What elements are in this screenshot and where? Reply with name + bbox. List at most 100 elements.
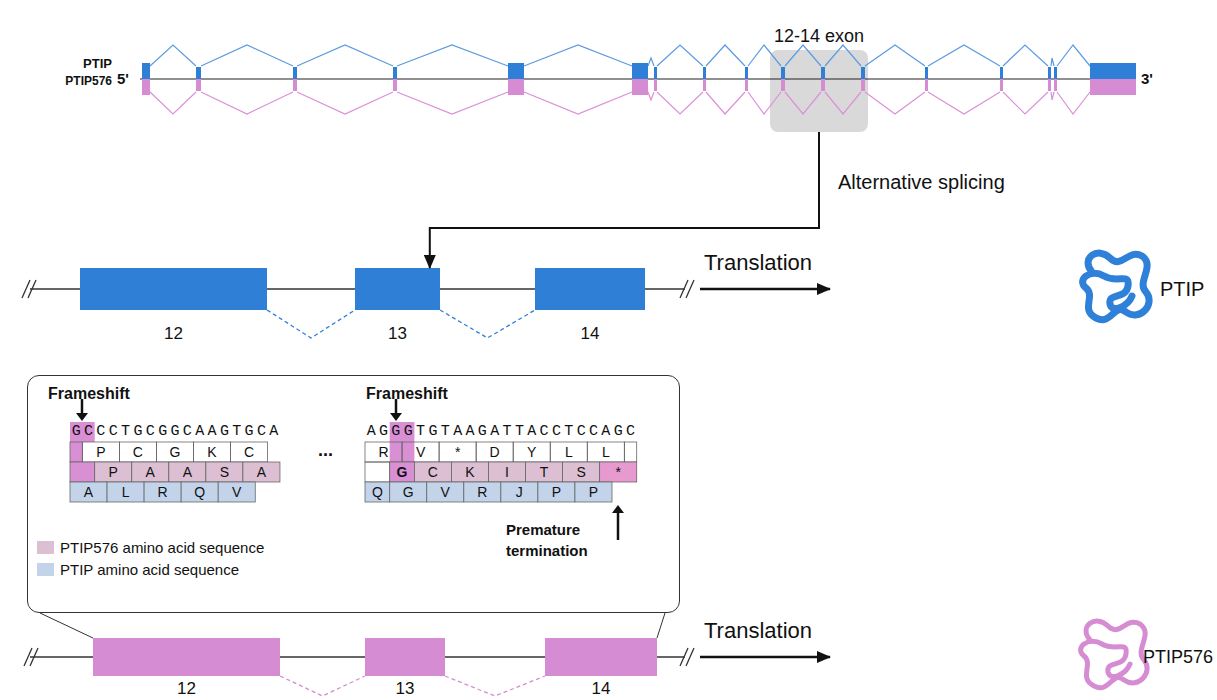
exon-block: [632, 63, 648, 79]
codon-cell: [526, 462, 563, 482]
termination-arrow: [612, 505, 624, 513]
frameshift-arrow: [390, 413, 402, 421]
strand-end: 3': [1141, 70, 1153, 88]
amino-acid: P: [538, 482, 575, 502]
amino-acid: A: [169, 462, 206, 482]
connector: [700, 656, 830, 659]
codon-cell: [218, 482, 255, 502]
exon-box: 13: [355, 268, 440, 310]
protein-name: PTIP576: [1143, 645, 1213, 669]
highlight-region: 12-14 exon: [770, 50, 868, 132]
amino-acid: J: [501, 482, 538, 502]
break-mark: [28, 280, 36, 298]
connector: [440, 310, 535, 338]
connector: [430, 132, 819, 268]
inset-note: Frameshift: [366, 384, 448, 404]
codon-cell: [476, 442, 513, 462]
codon-cell: [82, 442, 119, 462]
zoom-line: [40, 613, 93, 638]
splice-arcs: [150, 45, 1090, 66]
amino-acid: S: [563, 462, 600, 482]
exon-box: 14: [535, 268, 645, 310]
legend-swatch: [37, 541, 54, 554]
amino-acid: G: [156, 442, 193, 462]
dna-sequence: AGGGTGTAAGATTACCTCCAGC: [367, 422, 639, 442]
protein-node: PTIP576: [830, 621, 1215, 693]
codon-cell: [70, 442, 82, 462]
inset-note: Frameshift: [48, 384, 130, 404]
codon-cell: [575, 482, 612, 502]
exon-box: 12: [80, 268, 267, 310]
region-label: 12-14 exon: [774, 25, 864, 47]
amino-acid: I: [489, 462, 526, 482]
codon-cell: [119, 442, 156, 462]
exon-block: [925, 67, 928, 79]
amino-acid: R: [144, 482, 181, 502]
amino-acid: K: [451, 462, 488, 482]
break-mark: [30, 648, 38, 666]
codon-cell: [464, 482, 501, 502]
codon-cell: [390, 482, 427, 502]
exon-blocks: [142, 79, 1136, 95]
break-mark: [686, 280, 694, 298]
amino-acid: L: [107, 482, 144, 502]
ellipsis: ...: [318, 440, 333, 460]
exon-block: [745, 79, 748, 91]
codon-cell: [206, 462, 243, 482]
exon-block: [196, 79, 201, 91]
codon-cell: [144, 482, 181, 502]
codon-cell: [365, 482, 390, 502]
amino-acid: S: [206, 462, 243, 482]
codon-cell: [107, 482, 144, 502]
codon-cell: [587, 442, 624, 462]
exon-number: 14: [545, 679, 657, 699]
codon-cell: [70, 462, 95, 482]
exon-number: 13: [355, 324, 440, 344]
exon-blocks: [142, 63, 1136, 79]
exon-block: [1054, 79, 1057, 91]
amino-acid: Q: [365, 482, 390, 502]
amino-acid: G: [390, 462, 415, 482]
amino-acid: A: [132, 462, 169, 482]
exon-block: [654, 79, 657, 91]
connector: [280, 676, 365, 696]
amino-acid: P: [95, 462, 132, 482]
amino-acid: C: [414, 462, 451, 482]
codon-cell: [95, 462, 132, 482]
protein-blob: [1083, 253, 1150, 320]
isoform-name: PTIP: [83, 56, 112, 72]
exon-block: [508, 63, 524, 79]
amino-acid: *: [439, 442, 476, 462]
strand-end: 5': [117, 70, 129, 88]
codon-cell: [365, 462, 390, 482]
exon-block: [508, 79, 524, 95]
amino-acid: P: [82, 442, 119, 462]
exon-block: [1000, 79, 1003, 91]
protein-blob: [1081, 621, 1148, 688]
amino-acid: V: [427, 482, 464, 502]
exon-block: [745, 67, 748, 79]
codon-cell: [414, 462, 451, 482]
splice-arcs: [150, 92, 1090, 114]
exon-block: [142, 63, 150, 79]
amino-acid: Y: [513, 442, 550, 462]
amino-acid: L: [550, 442, 587, 462]
exon-block: [196, 67, 201, 79]
amino-acid: D: [476, 442, 513, 462]
codon-cell: [624, 442, 636, 462]
connector: [267, 310, 355, 338]
codon-cell: [427, 482, 464, 502]
exon-block: [1090, 63, 1136, 79]
codon-cell: [563, 462, 600, 482]
edge-label: Alternative splicing: [838, 170, 1005, 194]
codon-cell: [390, 462, 415, 482]
connector: [445, 676, 545, 696]
amino-acid: K: [194, 442, 231, 462]
amino-acid: G: [390, 482, 427, 502]
edge-label: Translation: [704, 250, 812, 276]
legend-text: PTIP amino acid sequence: [60, 560, 239, 579]
